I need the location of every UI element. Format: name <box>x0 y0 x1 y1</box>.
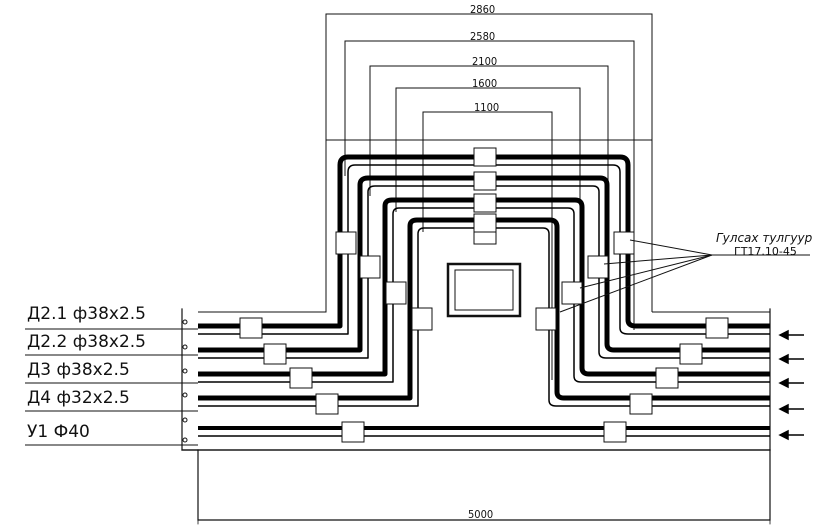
pipe-d22 <box>198 175 770 353</box>
pipe-d21-twin <box>198 164 770 335</box>
support <box>289 367 313 389</box>
pipe-label-u1: У1 Ф40 <box>27 422 90 442</box>
pipe-d4 <box>198 217 770 401</box>
supports <box>239 147 729 443</box>
support <box>335 231 357 255</box>
dim-loop-1100 <box>422 111 553 380</box>
pipe-label-d3: Д3 ф38х2.5 <box>27 360 130 380</box>
pipe-d4-twin <box>198 227 770 407</box>
support <box>473 213 497 233</box>
dim-label-2580: 2580 <box>470 30 496 43</box>
pipe-label-d22: Д2.2 ф38х2.5 <box>27 332 146 352</box>
support <box>655 367 679 389</box>
support <box>535 307 557 331</box>
loop-frame <box>198 140 327 313</box>
wall-points <box>182 319 188 443</box>
outline <box>181 308 771 521</box>
support-note-title: Гулсах тулгуур <box>716 231 813 245</box>
support <box>679 343 703 365</box>
support <box>473 193 497 213</box>
support <box>315 393 339 415</box>
support <box>385 281 407 305</box>
support <box>603 421 627 443</box>
support <box>561 281 583 305</box>
support <box>473 171 497 191</box>
dimension-loops <box>198 13 770 380</box>
central-room-inner <box>454 269 514 311</box>
dim-label-5000: 5000 <box>468 508 494 521</box>
support <box>629 393 653 415</box>
central-room <box>446 262 522 318</box>
support <box>263 343 287 365</box>
dim-loop-2580 <box>344 40 635 330</box>
dim-label-2860: 2860 <box>470 3 496 16</box>
support <box>411 307 433 331</box>
support <box>341 421 365 443</box>
flow-arrow-head <box>778 377 789 389</box>
pipe-d22-twin <box>198 185 770 359</box>
flow-arrow-head <box>778 429 789 441</box>
flow-arrow-head <box>778 329 789 341</box>
dim-label-2100: 2100 <box>472 55 498 68</box>
flow-arrows <box>778 329 804 441</box>
pipe-label-d4: Д4 ф32х2.5 <box>27 388 130 408</box>
pipe-d21 <box>198 154 770 329</box>
support-note-code: ГТ17.10-45 <box>734 245 797 258</box>
support <box>705 317 729 339</box>
pipe-d3 <box>198 197 770 377</box>
dim-loop-2860 <box>325 13 653 312</box>
support <box>473 231 497 245</box>
pipe-d3-twin <box>198 207 770 383</box>
support <box>473 147 497 167</box>
pipe-label-d21: Д2.1 ф38х2.5 <box>27 304 146 324</box>
support <box>239 317 263 339</box>
label-leaders <box>25 328 198 446</box>
dim-label-1100: 1100 <box>474 101 500 114</box>
support <box>613 231 635 255</box>
flow-arrow-head <box>778 353 789 365</box>
flow-arrow-head <box>778 403 789 415</box>
support <box>587 255 609 279</box>
support <box>359 255 381 279</box>
pipes <box>198 154 770 437</box>
dim-label-1600: 1600 <box>472 77 498 90</box>
note-leaders <box>559 239 810 313</box>
